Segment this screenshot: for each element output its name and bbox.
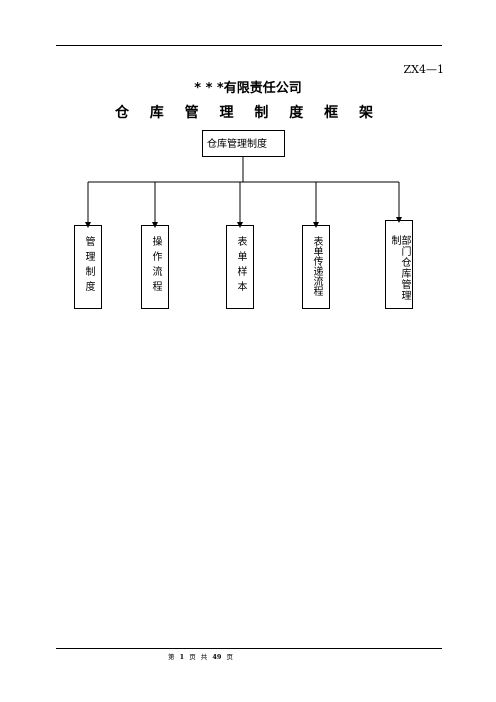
child-node-operation-flow: 操作流程 xyxy=(141,225,169,309)
child-node-label: 操作流程 xyxy=(150,236,161,296)
child-node-label: 表单传递流程 xyxy=(311,236,322,296)
page-title: 仓 库 管 理 制 度 框 架 xyxy=(114,105,382,121)
root-node-warehouse-management: 仓库管理制度 xyxy=(202,130,285,157)
header-rule xyxy=(56,45,442,46)
document-code: ZX4—1 xyxy=(403,63,444,76)
child-node-label: 管理制度 xyxy=(83,236,94,296)
child-node-label: 部门仓库管理制 xyxy=(389,235,410,301)
child-node-form-transfer-flow: 表单传递流程 xyxy=(302,225,330,309)
footer-rule xyxy=(56,648,442,649)
page-footer: 第 1 页 共 49 页 xyxy=(168,651,233,661)
footer-total-pages: 49 xyxy=(212,653,222,661)
footer-page-number: 1 xyxy=(179,653,185,661)
child-node-form-samples: 表单样本 xyxy=(226,225,254,309)
footer-page-label: 第 xyxy=(168,653,175,661)
company-name: * * *有限责任公司 xyxy=(194,81,302,96)
child-node-label: 表单样本 xyxy=(235,236,246,296)
child-node-management-rules: 管理制度 xyxy=(74,225,102,309)
root-node-label: 仓库管理制度 xyxy=(207,139,267,150)
child-node-department-warehouse-rules: 部门仓库管理制 xyxy=(385,220,413,309)
footer-total-label: 共 xyxy=(200,653,208,661)
footer-page-unit: 页 xyxy=(189,653,196,661)
footer-total-unit: 页 xyxy=(226,653,233,661)
